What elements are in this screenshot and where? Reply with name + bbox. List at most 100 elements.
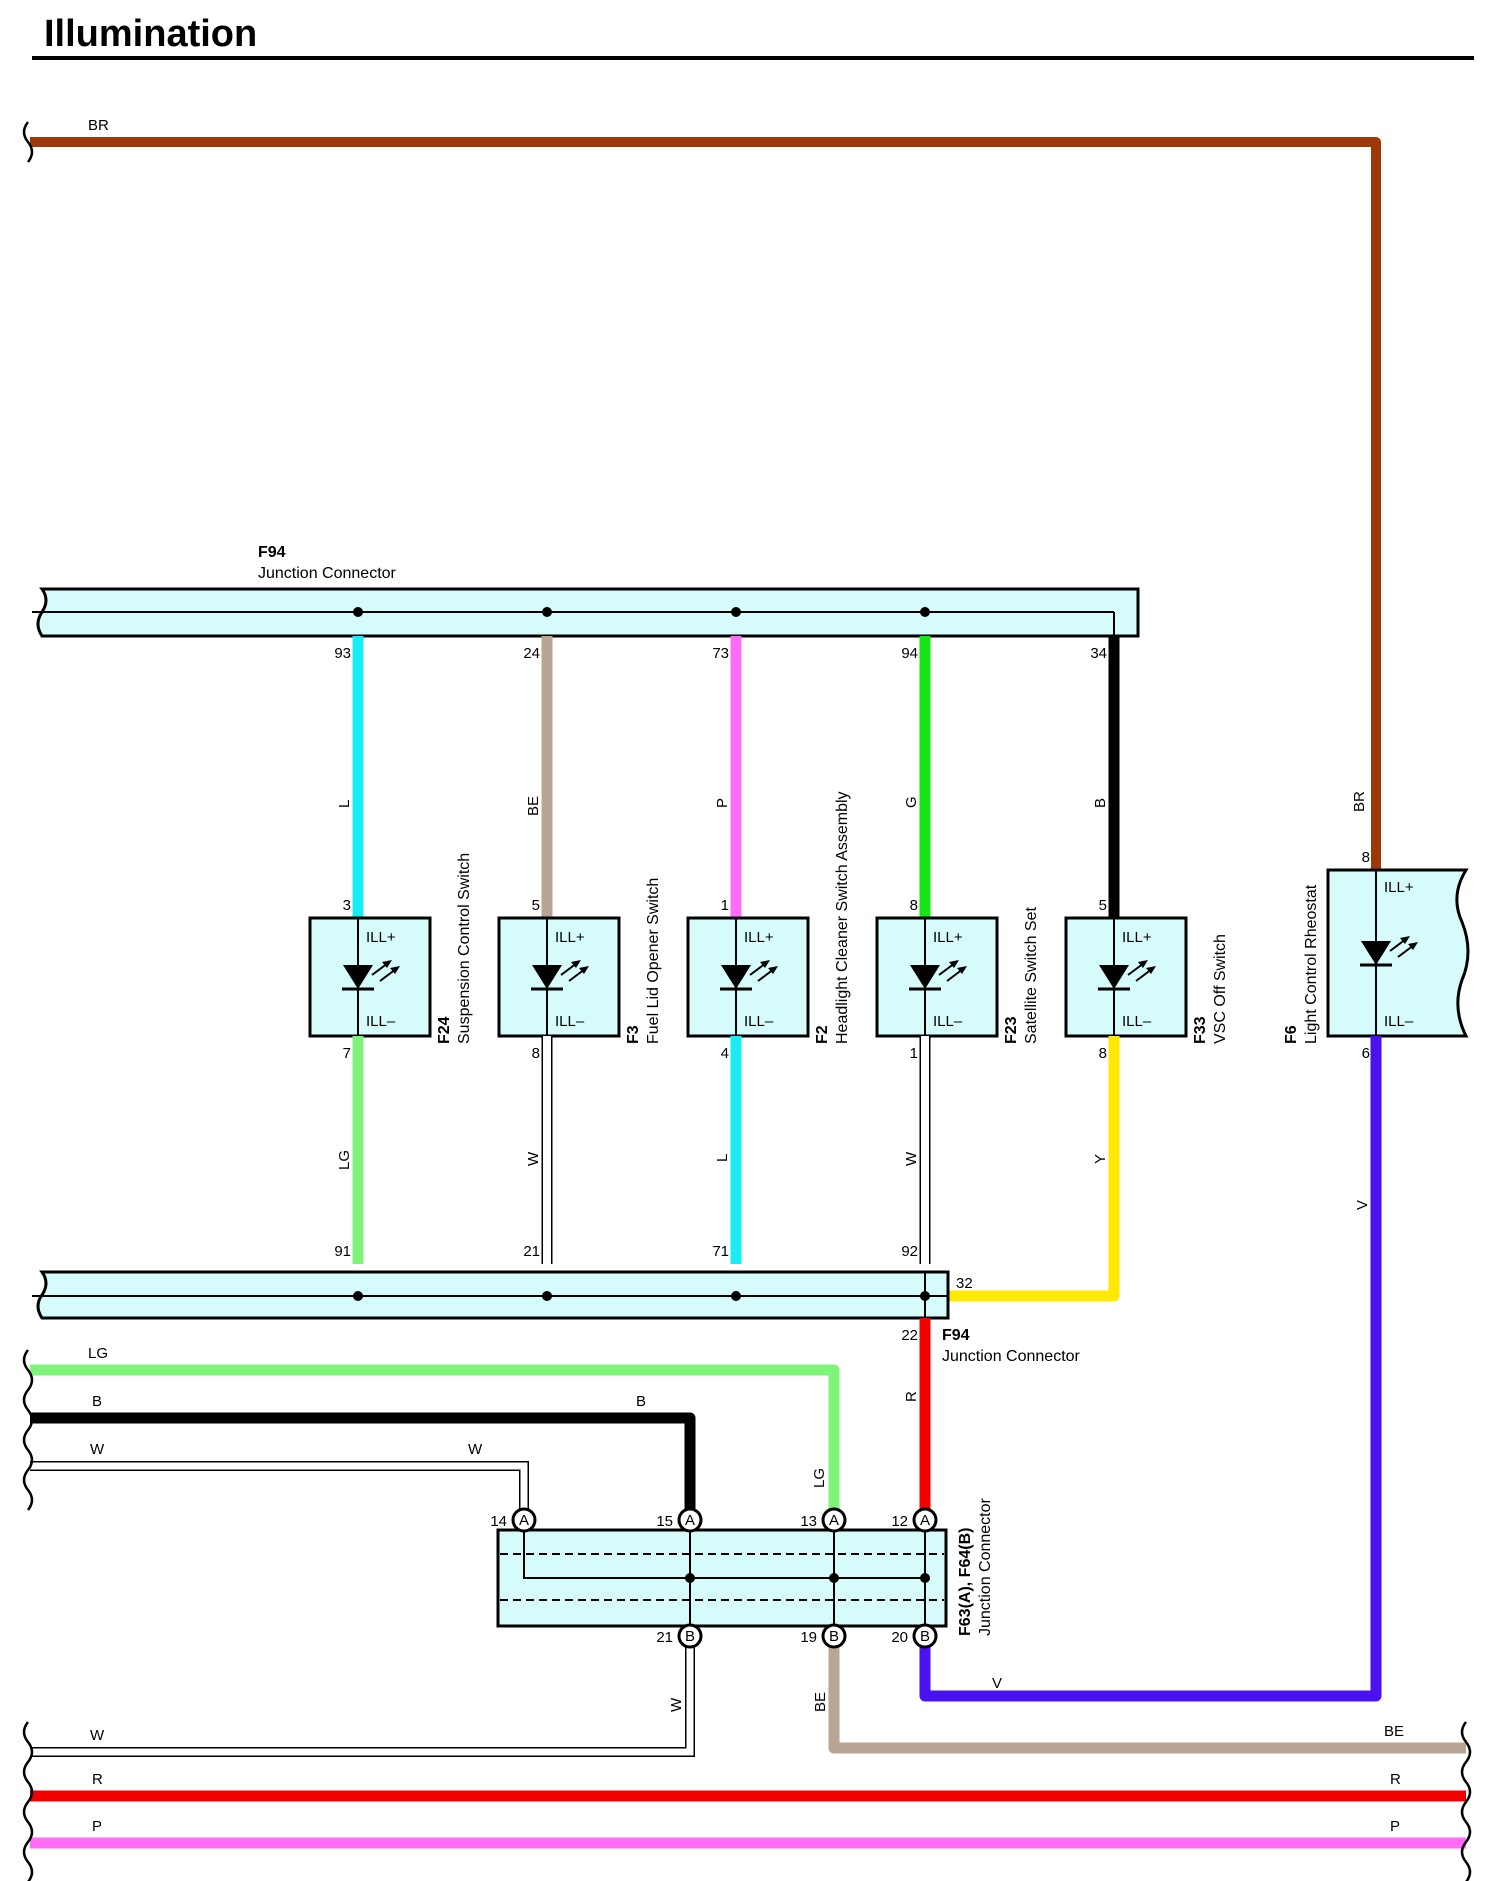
bottom-junction-connector xyxy=(32,1270,950,1320)
ill-minus-label: ILL– xyxy=(366,1013,396,1030)
label-f3-top-color: BE xyxy=(525,796,542,816)
switch-f33: ILL+ ILL– xyxy=(1064,916,1188,1038)
pin-f94-top-f33: 34 xyxy=(1090,645,1107,662)
wire-break-right-lower xyxy=(1460,1721,1472,1881)
pin-f33-in: 5 xyxy=(1099,897,1107,914)
wire-b-harness xyxy=(30,1412,696,1520)
svg-text:A: A xyxy=(685,1512,695,1529)
top-jc-name: Junction Connector xyxy=(258,565,397,582)
svg-text:B: B xyxy=(829,1628,839,1645)
wire-break-left-lower xyxy=(22,1721,34,1881)
label-b-left: B xyxy=(92,1393,102,1410)
svg-text:A: A xyxy=(920,1512,930,1529)
pin-jc2-a-13: 13 xyxy=(800,1513,817,1530)
label-v-vert: V xyxy=(1354,1200,1371,1210)
label-be-right: BE xyxy=(1384,1723,1404,1740)
ill-plus-label: ILL+ xyxy=(1122,929,1152,946)
label-br-vert: BR xyxy=(1351,791,1368,812)
switch-f3: ILL+ ILL– xyxy=(497,916,621,1038)
bottom-wires xyxy=(352,1036,1382,1702)
pin-jc2-a-14: 14 xyxy=(490,1513,507,1530)
switch-f3-name: Fuel Lid Opener Switch xyxy=(645,878,662,1044)
pin-jc2-b-21: 21 xyxy=(656,1629,673,1646)
wire-y-f33-bottom xyxy=(948,1036,1120,1302)
label-f24-bottom-color: LG xyxy=(336,1150,353,1170)
pin-f94-bottom-f3: 21 xyxy=(523,1243,540,1260)
label-p-right: P xyxy=(1390,1818,1400,1835)
label-w-right: W xyxy=(468,1441,483,1458)
pin-f2-out: 4 xyxy=(721,1045,729,1062)
pin-f2-in: 1 xyxy=(721,897,729,914)
pin-f94-side: 32 xyxy=(956,1275,973,1292)
ill-minus-label: ILL– xyxy=(744,1013,774,1030)
pin-f23-out: 1 xyxy=(910,1045,918,1062)
pin-jc2-b-19: 19 xyxy=(800,1629,817,1646)
wire-w-harness xyxy=(30,1461,529,1520)
bottom-jc-code: F94 xyxy=(942,1327,970,1344)
svg-text:B: B xyxy=(920,1628,930,1645)
label-b-right: B xyxy=(636,1393,646,1410)
pin-circle-a-15: A xyxy=(677,1507,703,1533)
top-jc-code: F94 xyxy=(258,544,286,561)
pin-f94-top-f24: 93 xyxy=(334,645,351,662)
rheostat-f6: ILL+ ILL– xyxy=(1326,868,1470,1038)
pin-f6-in: 8 xyxy=(1362,849,1370,866)
wire-be-f64 xyxy=(828,1644,1466,1754)
label-f2-top-color: P xyxy=(714,798,731,808)
pin-circle-b-21: B xyxy=(677,1623,703,1649)
switch-f2-code: F2 xyxy=(814,1025,831,1044)
label-r-left: R xyxy=(92,1771,103,1788)
pin-f94-bottom-f24: 91 xyxy=(334,1243,351,1260)
label-r-right: R xyxy=(1390,1771,1401,1788)
diagram-title: Illumination xyxy=(44,13,257,55)
junction-connector-f63-f64 xyxy=(496,1520,948,1636)
jc2-code: F63(A), F64(B) xyxy=(957,1528,974,1636)
pin-f94-down: 22 xyxy=(901,1327,918,1344)
label-p-left: P xyxy=(92,1818,102,1835)
rheostat-name: Light Control Rheostat xyxy=(1303,884,1320,1044)
label-br-top: BR xyxy=(88,117,109,134)
switch-f33-name: VSC Off Switch xyxy=(1212,934,1229,1044)
pin-f23-in: 8 xyxy=(910,897,918,914)
pin-f24-out: 7 xyxy=(343,1045,351,1062)
ill-plus-label: ILL+ xyxy=(366,929,396,946)
rheostat-code: F6 xyxy=(1283,1025,1300,1044)
label-f2-bottom-color: L xyxy=(714,1154,731,1162)
ill-minus-label: ILL– xyxy=(933,1013,963,1030)
pin-jc2-a-12: 12 xyxy=(891,1513,908,1530)
label-v-bottom: V xyxy=(992,1675,1002,1692)
switch-f2-name: Headlight Cleaner Switch Assembly xyxy=(834,791,851,1044)
pin-f94-bottom-f23: 92 xyxy=(901,1243,918,1260)
switch-f24-name: Suspension Control Switch xyxy=(456,853,473,1044)
ill-minus-label: ILL– xyxy=(555,1013,585,1030)
ill-plus-label: ILL+ xyxy=(555,929,585,946)
pin-circle-b-20: B xyxy=(912,1623,938,1649)
switch-f2: ILL+ ILL– xyxy=(686,916,810,1038)
label-f3-bottom-color: W xyxy=(525,1151,542,1166)
wire-br-supply xyxy=(30,137,1381,870)
wire-break-left-upper xyxy=(22,1349,34,1511)
pin-circle-a-12: A xyxy=(912,1507,938,1533)
pin-circle-a-13: A xyxy=(821,1507,847,1533)
pin-f94-top-f2: 73 xyxy=(712,645,729,662)
svg-text:A: A xyxy=(829,1512,839,1529)
ill-minus-label: ILL– xyxy=(1122,1013,1152,1030)
top-jc-dots xyxy=(353,607,930,617)
svg-text:A: A xyxy=(519,1512,529,1529)
pin-jc2-a-15: 15 xyxy=(656,1513,673,1530)
switch-f23: ILL+ ILL– xyxy=(875,916,999,1038)
label-r-vert: R xyxy=(903,1391,920,1402)
pin-f6-out: 6 xyxy=(1362,1045,1370,1062)
wire-lg-harness xyxy=(30,1364,840,1520)
ill-plus-label: ILL+ xyxy=(744,929,774,946)
top-wires xyxy=(352,636,1120,918)
svg-text:B: B xyxy=(685,1628,695,1645)
pin-f94-bottom-f2: 71 xyxy=(712,1243,729,1260)
label-f23-top-color: G xyxy=(903,796,920,808)
pin-jc2-b-20: 20 xyxy=(891,1629,908,1646)
pin-circle-b-19: B xyxy=(821,1623,847,1649)
top-junction-connector xyxy=(32,587,1140,638)
jc2-name: Junction Connector xyxy=(977,1497,994,1636)
wire-w-f64 xyxy=(30,1644,695,1757)
